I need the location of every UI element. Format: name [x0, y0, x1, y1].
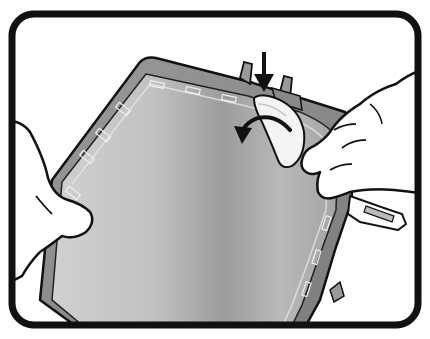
case-top-clip — [238, 60, 253, 86]
illustration-frame — [8, 10, 422, 329]
arrow-down-icon — [254, 52, 274, 92]
curved-arrow-left-icon — [234, 115, 292, 144]
peeled-film-corner — [253, 94, 306, 169]
right-hand — [300, 62, 418, 200]
case-edge-tabs — [64, 79, 332, 298]
